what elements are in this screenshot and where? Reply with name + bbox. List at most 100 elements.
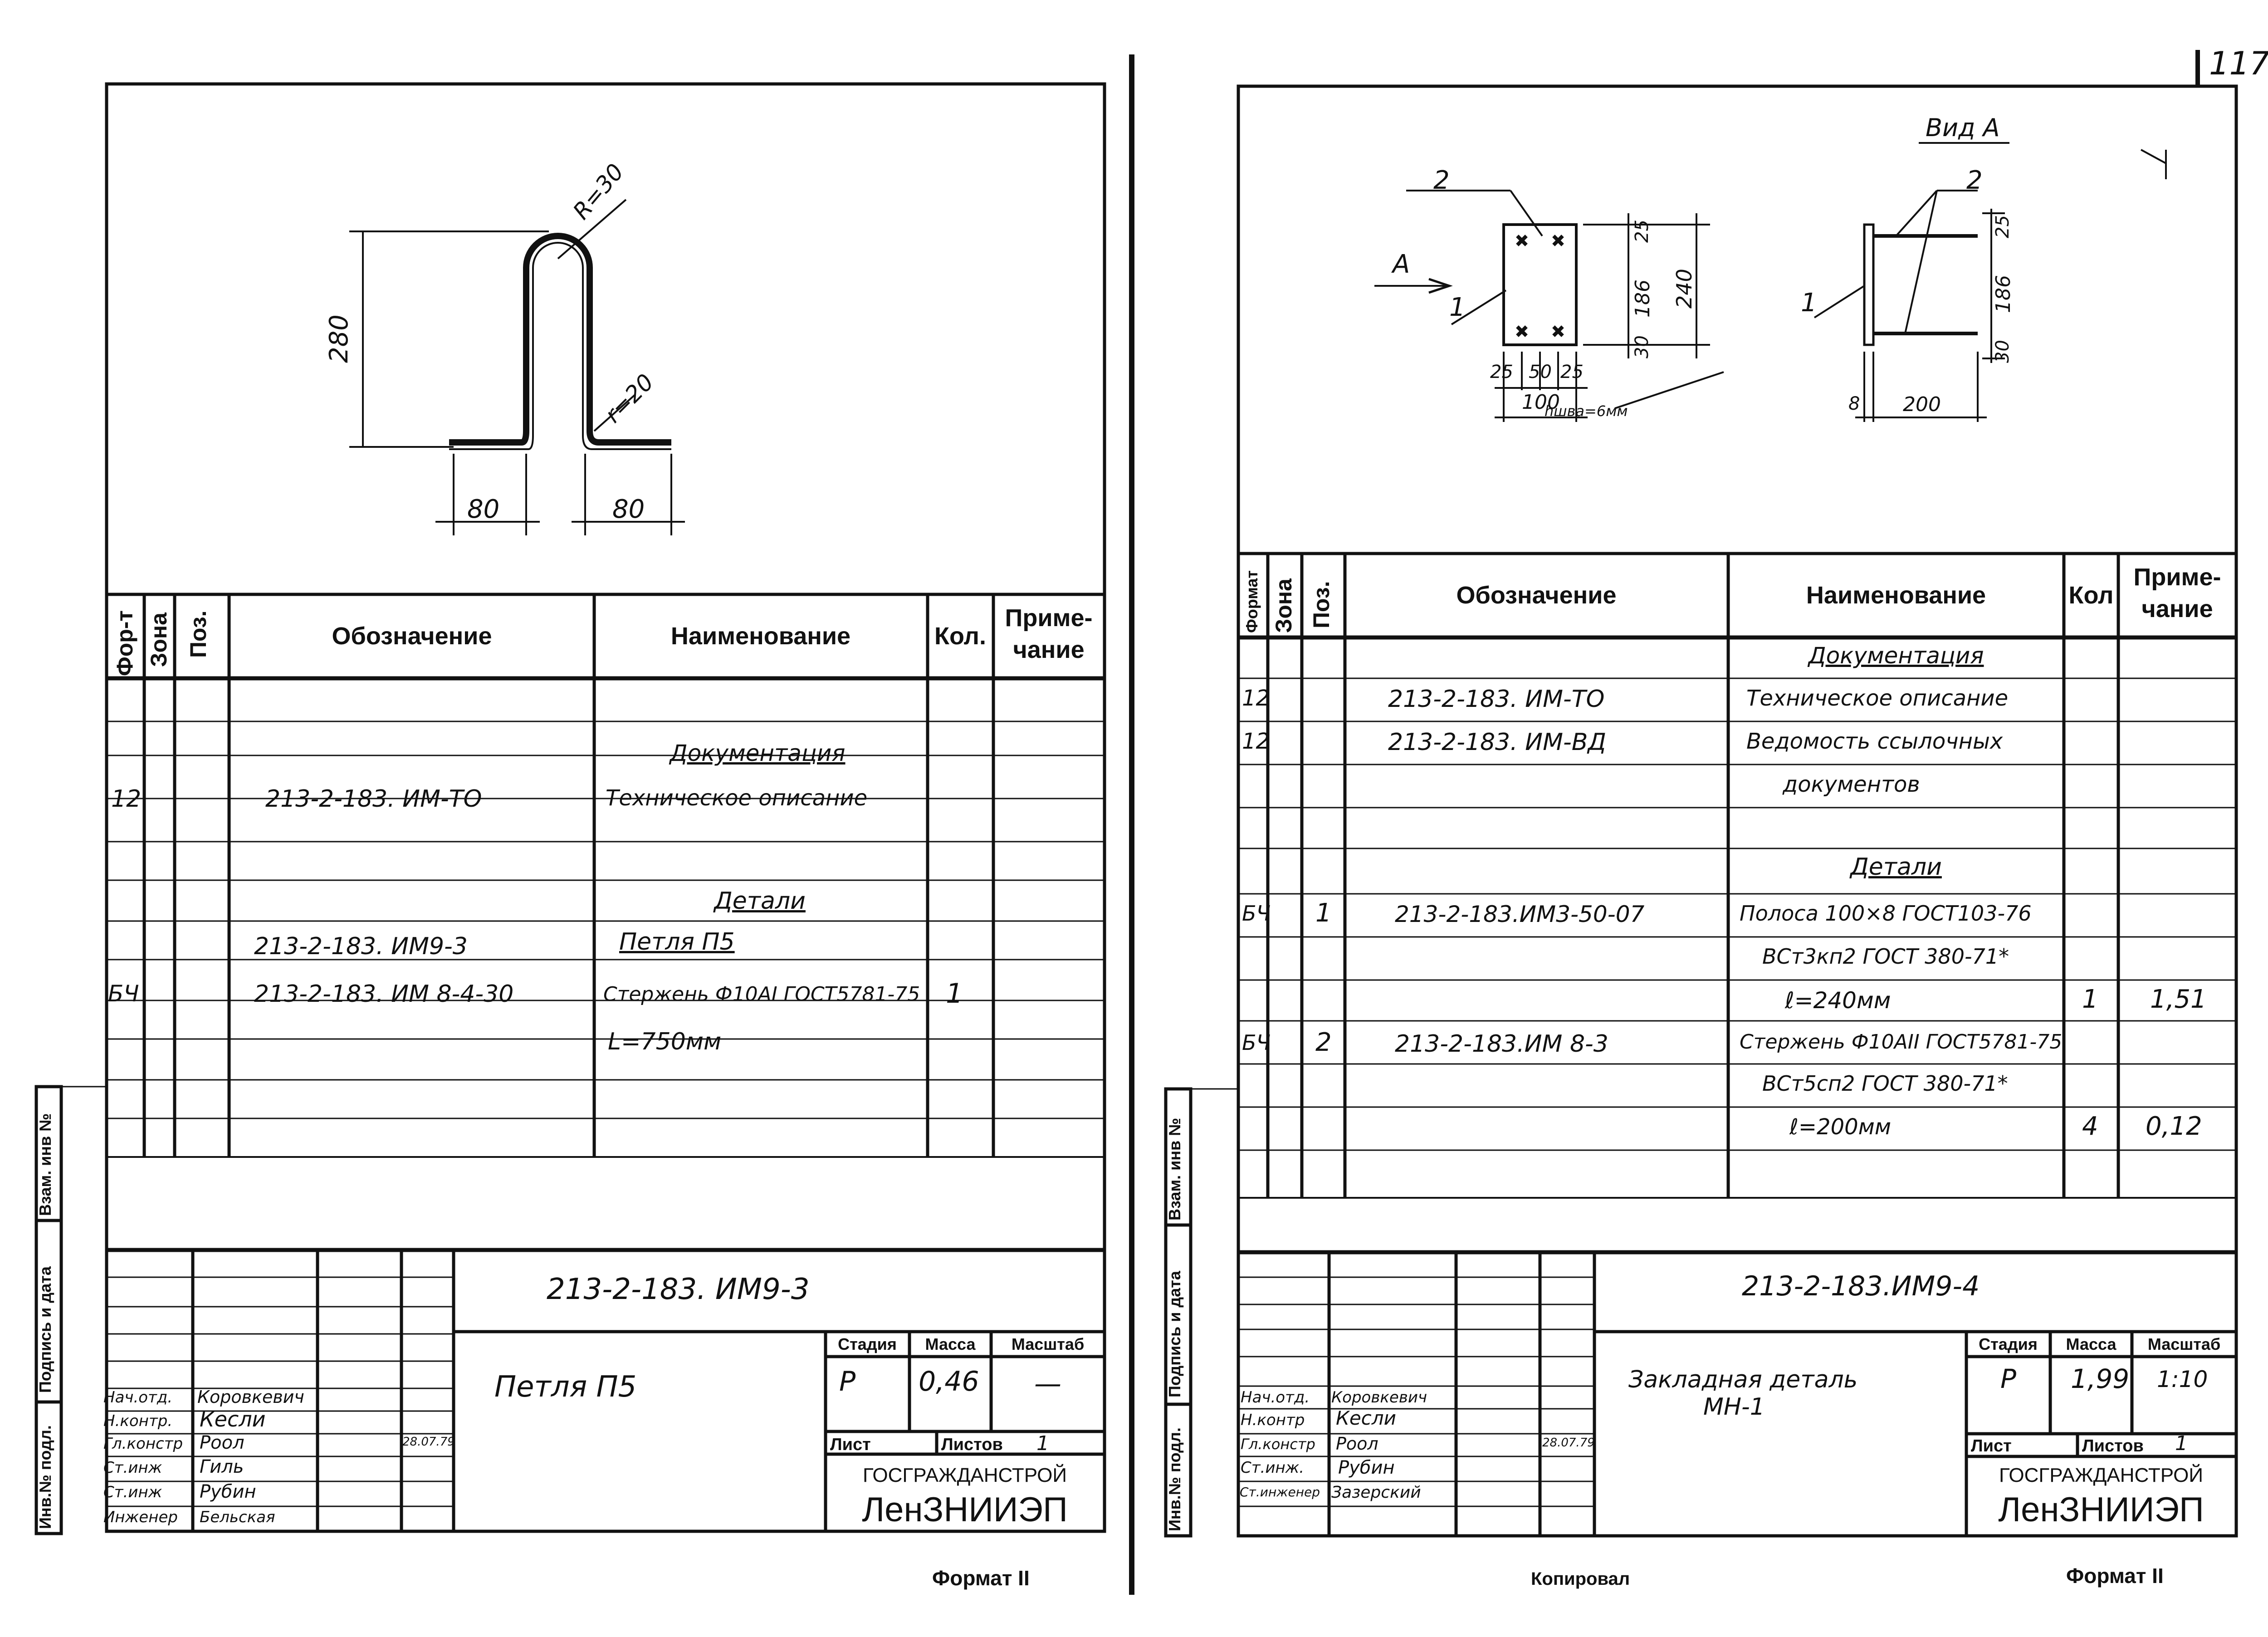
row-designation: 213-2-183. ИМ-ТО: [1388, 686, 1605, 713]
stage-value: Р: [2000, 1363, 2016, 1394]
dim-label: 50: [1529, 362, 1552, 382]
mass-value: 1,99: [2071, 1363, 2130, 1394]
section-details: Детали: [714, 887, 806, 915]
row-name: Техническое описание: [1746, 686, 2009, 711]
side-label-replaced-inv: Взам. инв №: [1165, 1117, 1184, 1220]
document-code: 213-2-183.ИМ9-4: [1742, 1270, 1980, 1302]
dim-leg-80-left: 80: [467, 495, 500, 524]
organization-name: ГОСГРАЖДАНСТРОЙ: [1999, 1464, 2203, 1486]
col-name-header: Наименование: [1806, 582, 1986, 609]
sheet2-frame: [1237, 84, 2238, 1538]
row-name: ℓ=240мм: [1785, 987, 1891, 1014]
row-note: 1,51: [2150, 985, 2207, 1014]
col-name-header: Наименование: [670, 622, 851, 650]
dim-label: 25: [1632, 220, 1652, 243]
dim-label: 25: [1490, 362, 1513, 382]
row-designation: 213-2-183.ИМ 8-3: [1395, 1030, 1608, 1058]
scale-value: 1:10: [2157, 1366, 2208, 1392]
row-qty: 1: [946, 978, 963, 1010]
document-title: Закладная деталь: [1628, 1366, 1858, 1393]
dim-label: 186: [1992, 275, 2015, 313]
row-note: 0,12: [2146, 1112, 2202, 1141]
dim-label: 25: [1560, 362, 1584, 382]
staff-name: Зазерский: [1331, 1483, 1421, 1502]
col-zone-header: Зона: [146, 613, 171, 667]
institute-name: ЛенЗНИИЭП: [1998, 1490, 2204, 1529]
row-name: Полоса 100×8 ГОСТ103-76: [1740, 901, 2032, 926]
row-format: БЧ: [1242, 901, 1271, 926]
staff-role: Ст.инж: [103, 1459, 162, 1477]
scale-header: Масштаб: [2147, 1335, 2221, 1353]
staff-name: Роол: [200, 1432, 244, 1453]
col-note-header-2: чание: [2141, 595, 2213, 622]
staff-name: Рубин: [200, 1481, 256, 1502]
position-label: 2: [1433, 166, 1450, 195]
staff-role: Н.контр: [1241, 1411, 1305, 1429]
col-designation-header: Обозначение: [332, 622, 492, 650]
row-format: БЧ: [1242, 1030, 1271, 1055]
dim-label: 25: [1992, 215, 2013, 238]
row-position: 2: [1315, 1028, 1332, 1057]
stage-header: Стадия: [1979, 1335, 2038, 1353]
staff-role: Нач.отд.: [1241, 1388, 1310, 1407]
sheets-count: 1: [1036, 1432, 1049, 1455]
view-label: Вид А: [1926, 113, 2000, 142]
row-name: документов: [1783, 772, 1920, 797]
staff-role: Гл.констр: [103, 1435, 183, 1453]
row-name: L=750мм: [608, 1028, 722, 1055]
sheet-label: Лист: [830, 1435, 871, 1454]
staff-name: Бельская: [200, 1508, 275, 1526]
col-qty-header: Кол.: [934, 622, 986, 650]
row-name: Техническое описание: [606, 785, 868, 811]
col-qty-header: Кол: [2068, 582, 2114, 609]
organization-name: ГОСГРАЖДАНСТРОЙ: [863, 1464, 1067, 1486]
staff-name: Кесли: [1336, 1407, 1396, 1429]
dim-label: 8: [1848, 393, 1860, 414]
row-designation: 213-2-183. ИМ-ТО: [265, 785, 482, 813]
stage-value: Р: [839, 1366, 856, 1397]
dim-label: 186: [1631, 279, 1654, 318]
document-title: Петля П5: [494, 1370, 637, 1404]
staff-name: Кесли: [200, 1407, 266, 1431]
mass-value: 0,46: [919, 1366, 979, 1397]
dim-label: 30: [1632, 335, 1652, 358]
col-zone-header: Зона: [1271, 578, 1296, 633]
col-note-header: Приме-: [2133, 564, 2221, 591]
sheet1-frame: [105, 82, 1106, 1533]
dim-label: 30: [1992, 340, 2013, 363]
col-designation-header: Обозначение: [1456, 582, 1617, 609]
staff-role: Инженер: [103, 1508, 178, 1526]
staff-name: Коровкевич: [1331, 1388, 1427, 1407]
sheets-label: Листов: [941, 1435, 1003, 1454]
row-designation: 213-2-183. ИМ9-3: [254, 933, 468, 960]
row-name: Петля П5: [619, 928, 735, 956]
mass-header: Масса: [2066, 1335, 2116, 1353]
staff-role: Ст.инженер: [1240, 1485, 1320, 1500]
scale-value: —: [1034, 1368, 1061, 1400]
side-label-signature-date: Подпись и дата: [1165, 1271, 1184, 1397]
format-note: Формат II: [932, 1566, 1030, 1590]
position-label: 1: [1801, 288, 1817, 318]
institute-name: ЛенЗНИИЭП: [862, 1490, 1068, 1529]
side-label-original-inv: Инв.№ подл.: [1165, 1427, 1184, 1531]
staff-role: Гл.констр: [1241, 1436, 1315, 1453]
row-name: ℓ=200мм: [1789, 1114, 1892, 1140]
position-label: 1: [1449, 293, 1466, 322]
staff-role: Нач.отд.: [103, 1388, 173, 1407]
side-label-signature-date: Подпись и дата: [36, 1266, 54, 1393]
row-name: Стержень Ф10АII ГОСТ5781-75: [1740, 1030, 2063, 1054]
copied-by-note: Копировал: [1531, 1569, 1630, 1589]
page-number: 117: [2209, 45, 2268, 82]
stage-header: Стадия: [838, 1335, 897, 1353]
col-pos-header: Поз.: [1309, 581, 1334, 628]
row-name: Ведомость ссылочных: [1746, 729, 2003, 754]
row-format: БЧ: [108, 980, 139, 1007]
sheets-label: Листов: [2082, 1436, 2144, 1456]
staff-role: Ст.инж: [103, 1483, 162, 1501]
staff-date: 28.07.79: [402, 1435, 455, 1449]
row-position: 1: [1315, 898, 1332, 928]
position-label: 2: [1966, 166, 1983, 195]
staff-name: Гиль: [200, 1456, 244, 1477]
col-note-header-2: чание: [1013, 636, 1085, 663]
